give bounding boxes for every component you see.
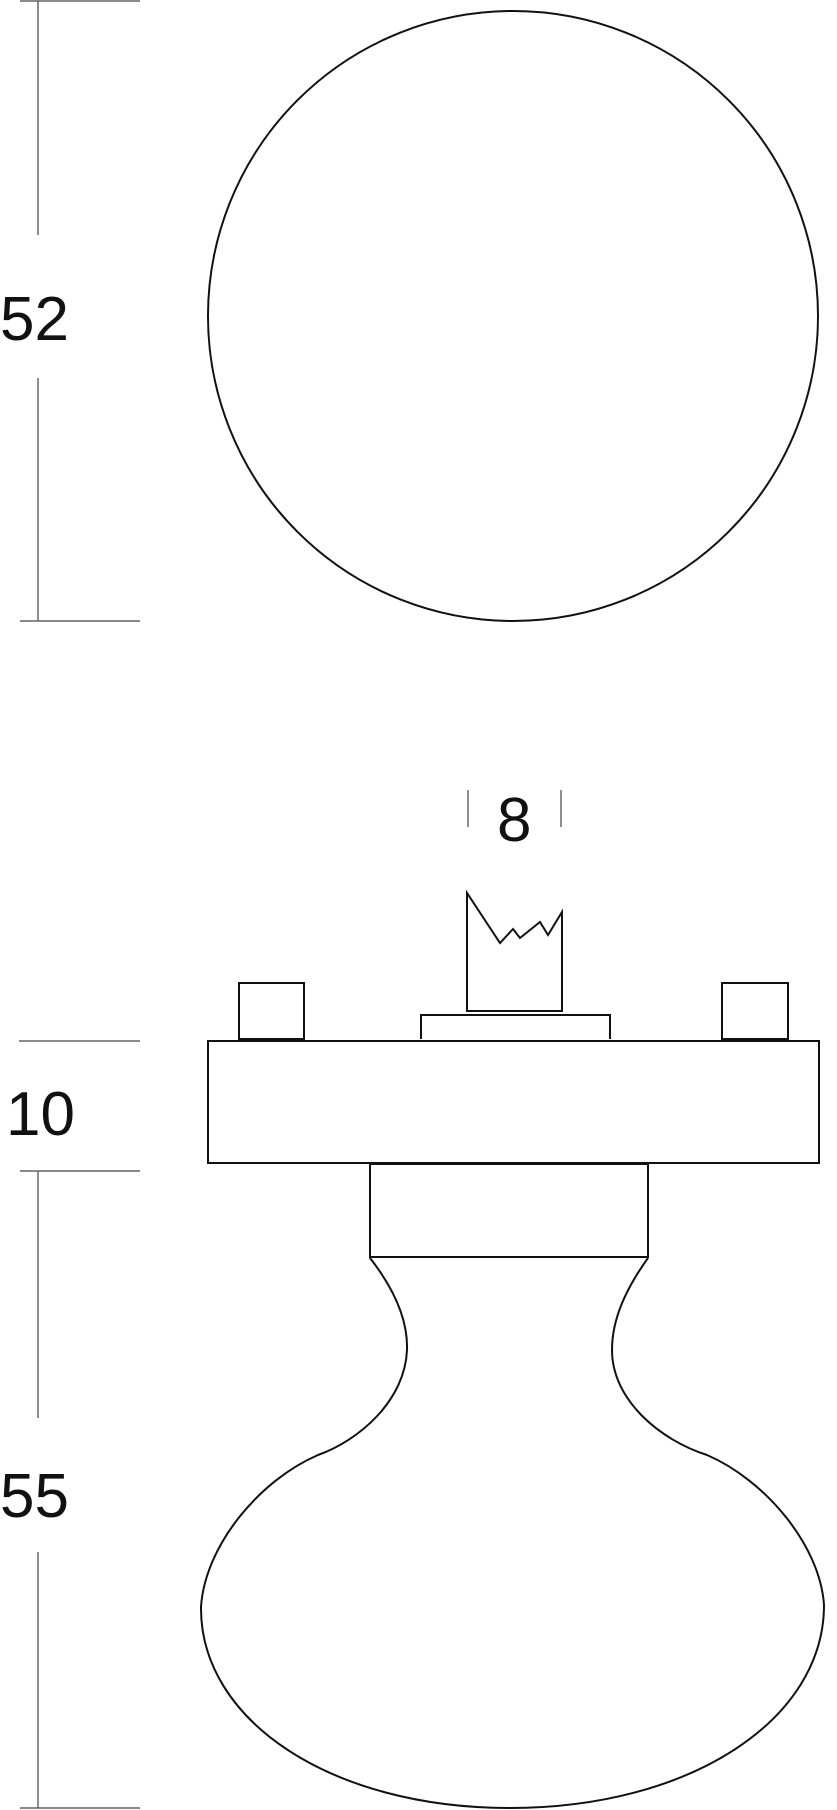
dimension-rose-thickness: 10 bbox=[6, 1040, 140, 1172]
fixing-lug-left bbox=[238, 982, 305, 1040]
fixing-lug-right bbox=[721, 982, 789, 1040]
knob-face-circle bbox=[207, 10, 819, 622]
dimension-spindle: 8 bbox=[467, 786, 562, 855]
dim-label-diameter: 52 bbox=[0, 285, 69, 354]
dim-label-spindle: 8 bbox=[497, 786, 531, 855]
rose-plate bbox=[207, 1040, 820, 1164]
dimension-knob-projection: 55 bbox=[0, 1171, 140, 1809]
knob-body bbox=[199, 1257, 826, 1810]
knob-collar bbox=[369, 1163, 649, 1258]
dimension-diameter: 52 bbox=[0, 0, 140, 622]
spindle bbox=[466, 889, 563, 1012]
dim-label-rose-thickness: 10 bbox=[6, 1080, 75, 1149]
dim-label-knob-projection: 55 bbox=[0, 1462, 69, 1531]
spindle-base-step bbox=[420, 1014, 611, 1039]
front-view bbox=[207, 10, 819, 622]
side-view bbox=[199, 889, 826, 1810]
